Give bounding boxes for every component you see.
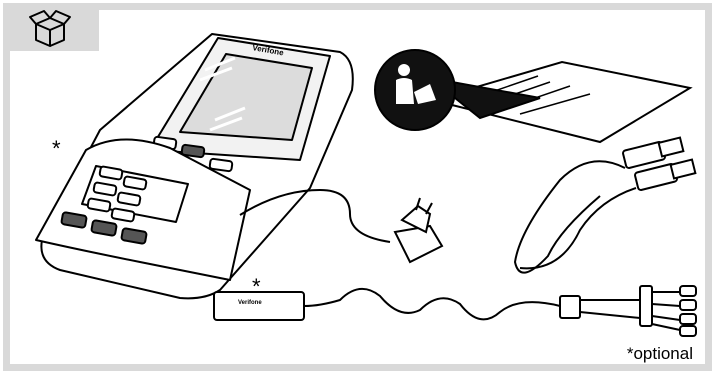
terminal-optional-marker: * xyxy=(52,138,61,160)
optional-note: *optional xyxy=(627,344,693,364)
hub-brand-label: Verifone xyxy=(238,300,262,306)
multiport-hub xyxy=(214,286,696,336)
box-icon xyxy=(30,11,70,46)
network-cable xyxy=(515,138,695,273)
hub-optional-marker: * xyxy=(252,276,261,298)
payment-terminal xyxy=(36,34,353,298)
